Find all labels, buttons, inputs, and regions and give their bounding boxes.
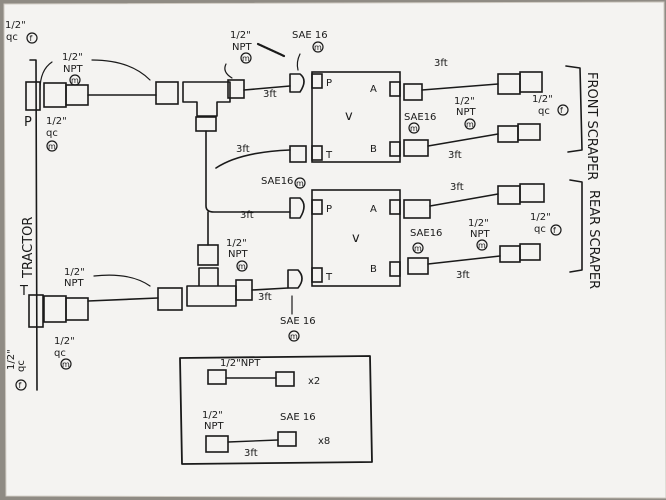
legend-box: 1/2"NPT x2 1/2" NPT SAE 16 x8 3ft xyxy=(179,355,373,465)
npt-size-1: 1/2" xyxy=(62,52,83,63)
lower-valve-p: P xyxy=(326,204,332,215)
male-mark-7: m xyxy=(290,332,298,341)
legend-3ft: 3ft xyxy=(244,448,258,459)
legend-x2: x2 xyxy=(308,376,320,387)
len-4: 3ft xyxy=(240,210,254,221)
rear-scraper-lines: 3ft 3ft SAE16 m 1/2" NPT m 1/2" qc f REA… xyxy=(403,179,601,289)
upper-valve-t: T xyxy=(325,150,333,161)
male-mark-6: m xyxy=(238,262,246,271)
len-8: 3ft xyxy=(456,270,470,281)
lower-valve-a: A xyxy=(370,204,377,215)
lower-valve-t: T xyxy=(325,272,333,283)
p-adapter xyxy=(155,81,179,105)
legend-npt-m-size: 1/2" xyxy=(202,410,223,421)
male-mark-2: m xyxy=(48,142,56,151)
male-mark-9: m xyxy=(410,124,418,133)
pressure-line: 1/2" NPT m 1/2" qc m 1/2" NPT m SAE 16 m… xyxy=(39,30,328,152)
npt-label-1: NPT xyxy=(63,64,84,75)
upper-valve-p: P xyxy=(326,78,332,89)
upper-valve-v: v xyxy=(345,109,353,124)
male-mark-12: m xyxy=(478,241,486,250)
npt-label-5: NPT xyxy=(456,107,477,118)
len-1: 3ft xyxy=(263,89,277,100)
npt-label-6: NPT xyxy=(470,229,491,240)
qc-size-bottom: 1/2" xyxy=(6,349,17,370)
male-mark-8: m xyxy=(296,179,304,188)
len-6: 3ft xyxy=(448,150,462,161)
return-line: 1/2" NPT 1/2" qc m 1/2" NPT m 3ft SAE 16… xyxy=(43,238,316,370)
qc-size-2: 1/2" xyxy=(46,116,67,127)
upper-valve: P T A B v xyxy=(311,71,401,163)
lower-valve-v: v xyxy=(352,231,360,246)
male-mark-3: m xyxy=(242,54,250,63)
female-mark-bottom: f xyxy=(19,381,22,390)
qc-label-4: qc xyxy=(538,106,550,117)
t-tee xyxy=(186,267,237,307)
male-mark-10: m xyxy=(466,120,474,129)
sae-label-2: SAE 16 xyxy=(280,316,316,327)
male-mark-11: m xyxy=(414,244,422,253)
tractor-label: TRACTOR xyxy=(21,217,36,279)
npt-label-4: NPT xyxy=(228,249,249,260)
tractor-t-coupler xyxy=(28,294,44,328)
upper-valve-a: A xyxy=(370,84,377,95)
len-7: 3ft xyxy=(450,182,464,193)
male-mark-4: m xyxy=(314,43,322,52)
npt-size-5: 1/2" xyxy=(454,96,475,107)
rear-scraper-label: REAR SCRAPER xyxy=(586,190,601,289)
female-mark-2: f xyxy=(560,106,563,115)
qc-label-2: qc xyxy=(46,128,58,139)
tractor-port-p: P xyxy=(24,115,32,130)
npt-size-3: 1/2" xyxy=(64,267,85,278)
qc-label-bottom: qc xyxy=(16,360,27,372)
paper-sheet xyxy=(3,1,666,499)
t-adapter xyxy=(157,287,183,311)
qc-size-5: 1/2" xyxy=(530,212,551,223)
len-3: 3ft xyxy=(236,144,250,155)
qc-size-3: 1/2" xyxy=(54,336,75,347)
legend-sae: SAE 16 xyxy=(280,412,316,423)
len-5: 3ft xyxy=(434,58,448,69)
npt-label-2: NPT xyxy=(232,42,253,53)
tractor-port-t: T xyxy=(19,284,28,299)
lower-valve: P T A B v xyxy=(311,189,401,287)
male-mark-1: m xyxy=(71,76,79,85)
npt-size-4: 1/2" xyxy=(226,238,247,249)
front-scraper-label: FRONT SCRAPER xyxy=(584,72,599,180)
upper-valve-b: B xyxy=(370,144,377,155)
legend-x8: x8 xyxy=(318,436,330,447)
lower-valve-b: B xyxy=(370,264,377,275)
sae-label-1: SAE 16 xyxy=(292,30,328,41)
p-tee xyxy=(182,81,231,117)
qc-label-3: qc xyxy=(54,348,66,359)
front-scraper-lines: 3ft 3ft SAE16 m 1/2" NPT m 1/2" qc f FRO… xyxy=(403,58,599,180)
qc-size-4: 1/2" xyxy=(532,94,553,105)
female-mark-3: f xyxy=(553,226,556,235)
npt-size-6: 1/2" xyxy=(468,218,489,229)
tractor-group: P T TRACTOR 1/2" qc f 1/2" qc f xyxy=(5,20,44,391)
sae-label-4: SAE16 xyxy=(404,112,436,123)
sae-label-5: SAE16 xyxy=(410,228,442,239)
sae-label-3: SAE16 xyxy=(261,176,293,187)
len-2: 3ft xyxy=(258,292,272,303)
qc-label-5: qc xyxy=(534,224,546,235)
legend-npt: 1/2"NPT xyxy=(220,358,261,369)
qc-size-top: 1/2" xyxy=(5,20,26,31)
npt-size-2: 1/2" xyxy=(230,30,251,41)
female-mark-top: f xyxy=(30,34,33,43)
qc-label-top: qc xyxy=(6,32,18,43)
legend-npt-m: NPT xyxy=(204,421,225,432)
male-mark-5: m xyxy=(62,360,70,369)
npt-label-3: NPT xyxy=(64,278,85,289)
tractor-p-coupler xyxy=(25,81,41,111)
